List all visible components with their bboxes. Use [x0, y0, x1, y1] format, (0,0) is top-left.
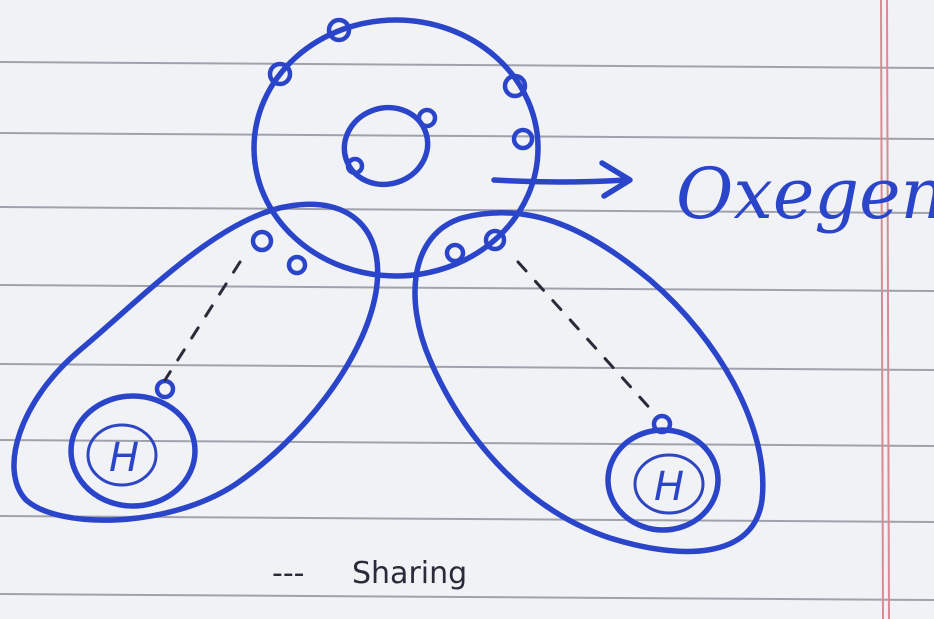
oxygen-label: Oxegen — [676, 153, 934, 235]
shell-electron — [286, 254, 308, 276]
shell-electron — [511, 127, 535, 151]
legend-dash: --- — [272, 556, 304, 591]
hydrogen-label-left: H — [109, 435, 139, 481]
shell-electron — [483, 228, 507, 252]
legend: --- Sharing — [272, 556, 467, 591]
shell-electron — [444, 242, 466, 264]
hydrogen-nucleus — [633, 453, 705, 515]
legend-text: Sharing — [352, 556, 467, 591]
shell-electron — [502, 73, 528, 99]
hydrogen-electron — [154, 378, 176, 400]
oxygen-atom — [250, 17, 541, 279]
oxygen-outer-shell — [251, 17, 541, 279]
hydrogen-shell — [68, 393, 198, 509]
shell-electron — [326, 17, 352, 43]
shell-electron — [250, 229, 274, 253]
sharing-lines — [163, 260, 657, 416]
nucleus-electron — [345, 156, 365, 176]
hydrogen-nucleus — [86, 423, 158, 487]
hydrogen-atom-right: H — [605, 413, 721, 533]
oxygen-nucleus — [341, 104, 431, 188]
nucleus-electron — [416, 107, 438, 129]
hydrogen-atom-left: H — [68, 378, 198, 509]
hydrogen-label-right: H — [654, 464, 684, 510]
arrow-to-oxygen-label — [491, 160, 633, 199]
margin-line — [880, 0, 890, 619]
hydrogen-electron — [651, 413, 673, 435]
right-bond-lobe — [412, 209, 766, 555]
left-bond-lobe — [11, 201, 381, 523]
shell-electron — [267, 61, 293, 87]
